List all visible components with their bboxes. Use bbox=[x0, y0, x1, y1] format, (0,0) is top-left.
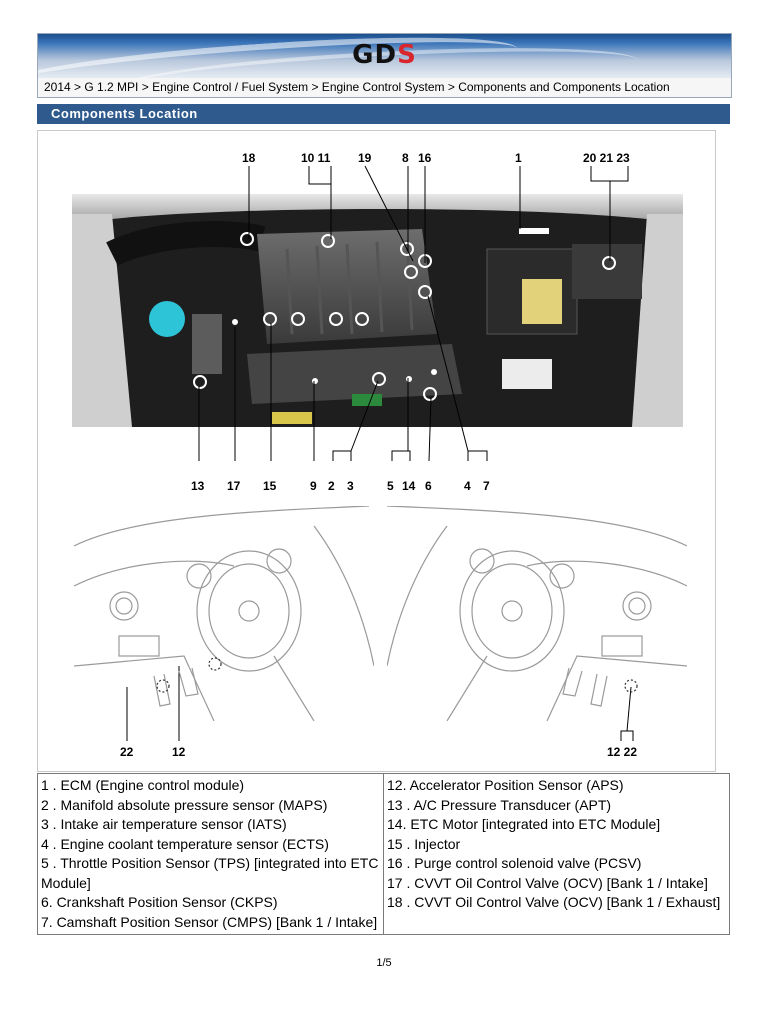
list-item: 4 . Engine coolant temperature sensor (E… bbox=[41, 835, 329, 852]
callout-label: 13 bbox=[191, 479, 205, 493]
dashboard-drawing-right bbox=[387, 506, 687, 721]
callout-label: 20 21 23 bbox=[583, 151, 630, 165]
table-row: 1 . ECM (Engine control module) 2 . Mani… bbox=[37, 773, 730, 935]
section-title: Components Location bbox=[51, 106, 198, 121]
leader-lines bbox=[126, 165, 634, 741]
callout-label: 2 bbox=[328, 479, 335, 493]
breadcrumb: 2014 > G 1.2 MPI > Engine Control / Fuel… bbox=[37, 78, 732, 98]
callout-label: 22 bbox=[120, 745, 134, 759]
callout-label: 3 bbox=[347, 479, 354, 493]
callout-label: 19 bbox=[358, 151, 372, 165]
list-item: 14. ETC Motor [integrated into ETC Modul… bbox=[387, 816, 661, 832]
list-item: 1 . ECM (Engine control module) bbox=[41, 777, 245, 793]
header-banner: GDS bbox=[37, 33, 732, 79]
callout-label: 10 11 bbox=[301, 151, 331, 165]
callout-label: 12 22 bbox=[607, 745, 638, 759]
callout-label: 5 bbox=[387, 479, 394, 493]
list-item: 12. Accelerator Position Sensor (APS) bbox=[387, 777, 624, 793]
callout-label: 8 bbox=[402, 151, 409, 165]
callout-label: 12 bbox=[172, 745, 186, 759]
callout-label: 9 bbox=[310, 479, 317, 493]
callout-label: 4 bbox=[464, 479, 471, 493]
components-figure: 18 10 11 19 8 16 1 20 21 23 bbox=[37, 130, 716, 772]
components-table: 1 . ECM (Engine control module) 2 . Mani… bbox=[37, 773, 730, 935]
list-item: 16 . Purge control solenoid valve (PCSV) bbox=[387, 855, 642, 871]
logo-text: GD bbox=[352, 40, 398, 70]
callout-label: 1 bbox=[515, 151, 522, 165]
list-item: 7. Camshaft Position Sensor (CMPS) [Bank… bbox=[41, 913, 378, 930]
page-number: 1/5 bbox=[376, 957, 392, 969]
list-item: 2 . Manifold absolute pressure sensor (M… bbox=[41, 796, 328, 813]
callout-label: 15 bbox=[263, 479, 277, 493]
list-item: 13 . A/C Pressure Transducer (APT) bbox=[387, 796, 612, 813]
logo-accent: S bbox=[397, 40, 417, 70]
dashboard-drawing-left bbox=[74, 506, 374, 721]
callout-label: 7 bbox=[483, 479, 490, 493]
callout-label: 18 bbox=[242, 151, 256, 165]
list-item: 3 . Intake air temperature sensor (IATS) bbox=[41, 816, 287, 832]
callout-label: 16 bbox=[418, 151, 432, 165]
components-right-column: 12. Accelerator Position Sensor (APS) 13… bbox=[383, 773, 730, 935]
list-item: 6. Crankshaft Position Sensor (CKPS) bbox=[41, 894, 278, 910]
list-item: 5 . Throttle Position Sensor (TPS) [inte… bbox=[41, 855, 379, 891]
callout-label: 17 bbox=[227, 479, 241, 493]
list-item: 18 . CVVT Oil Control Valve (OCV) [Bank … bbox=[387, 894, 721, 910]
section-header: Components Location bbox=[37, 104, 730, 124]
list-item: 17 . CVVT Oil Control Valve (OCV) [Bank … bbox=[387, 874, 708, 891]
engine-bay-illustration bbox=[72, 194, 683, 427]
list-item: 15 . Injector bbox=[387, 835, 461, 852]
callout-label: 6 bbox=[425, 479, 432, 493]
engine-bay-photo bbox=[72, 194, 683, 427]
gds-logo: GDS bbox=[38, 40, 731, 70]
components-left-column: 1 . ECM (Engine control module) 2 . Mani… bbox=[37, 773, 384, 935]
callout-label: 14 bbox=[402, 479, 416, 493]
